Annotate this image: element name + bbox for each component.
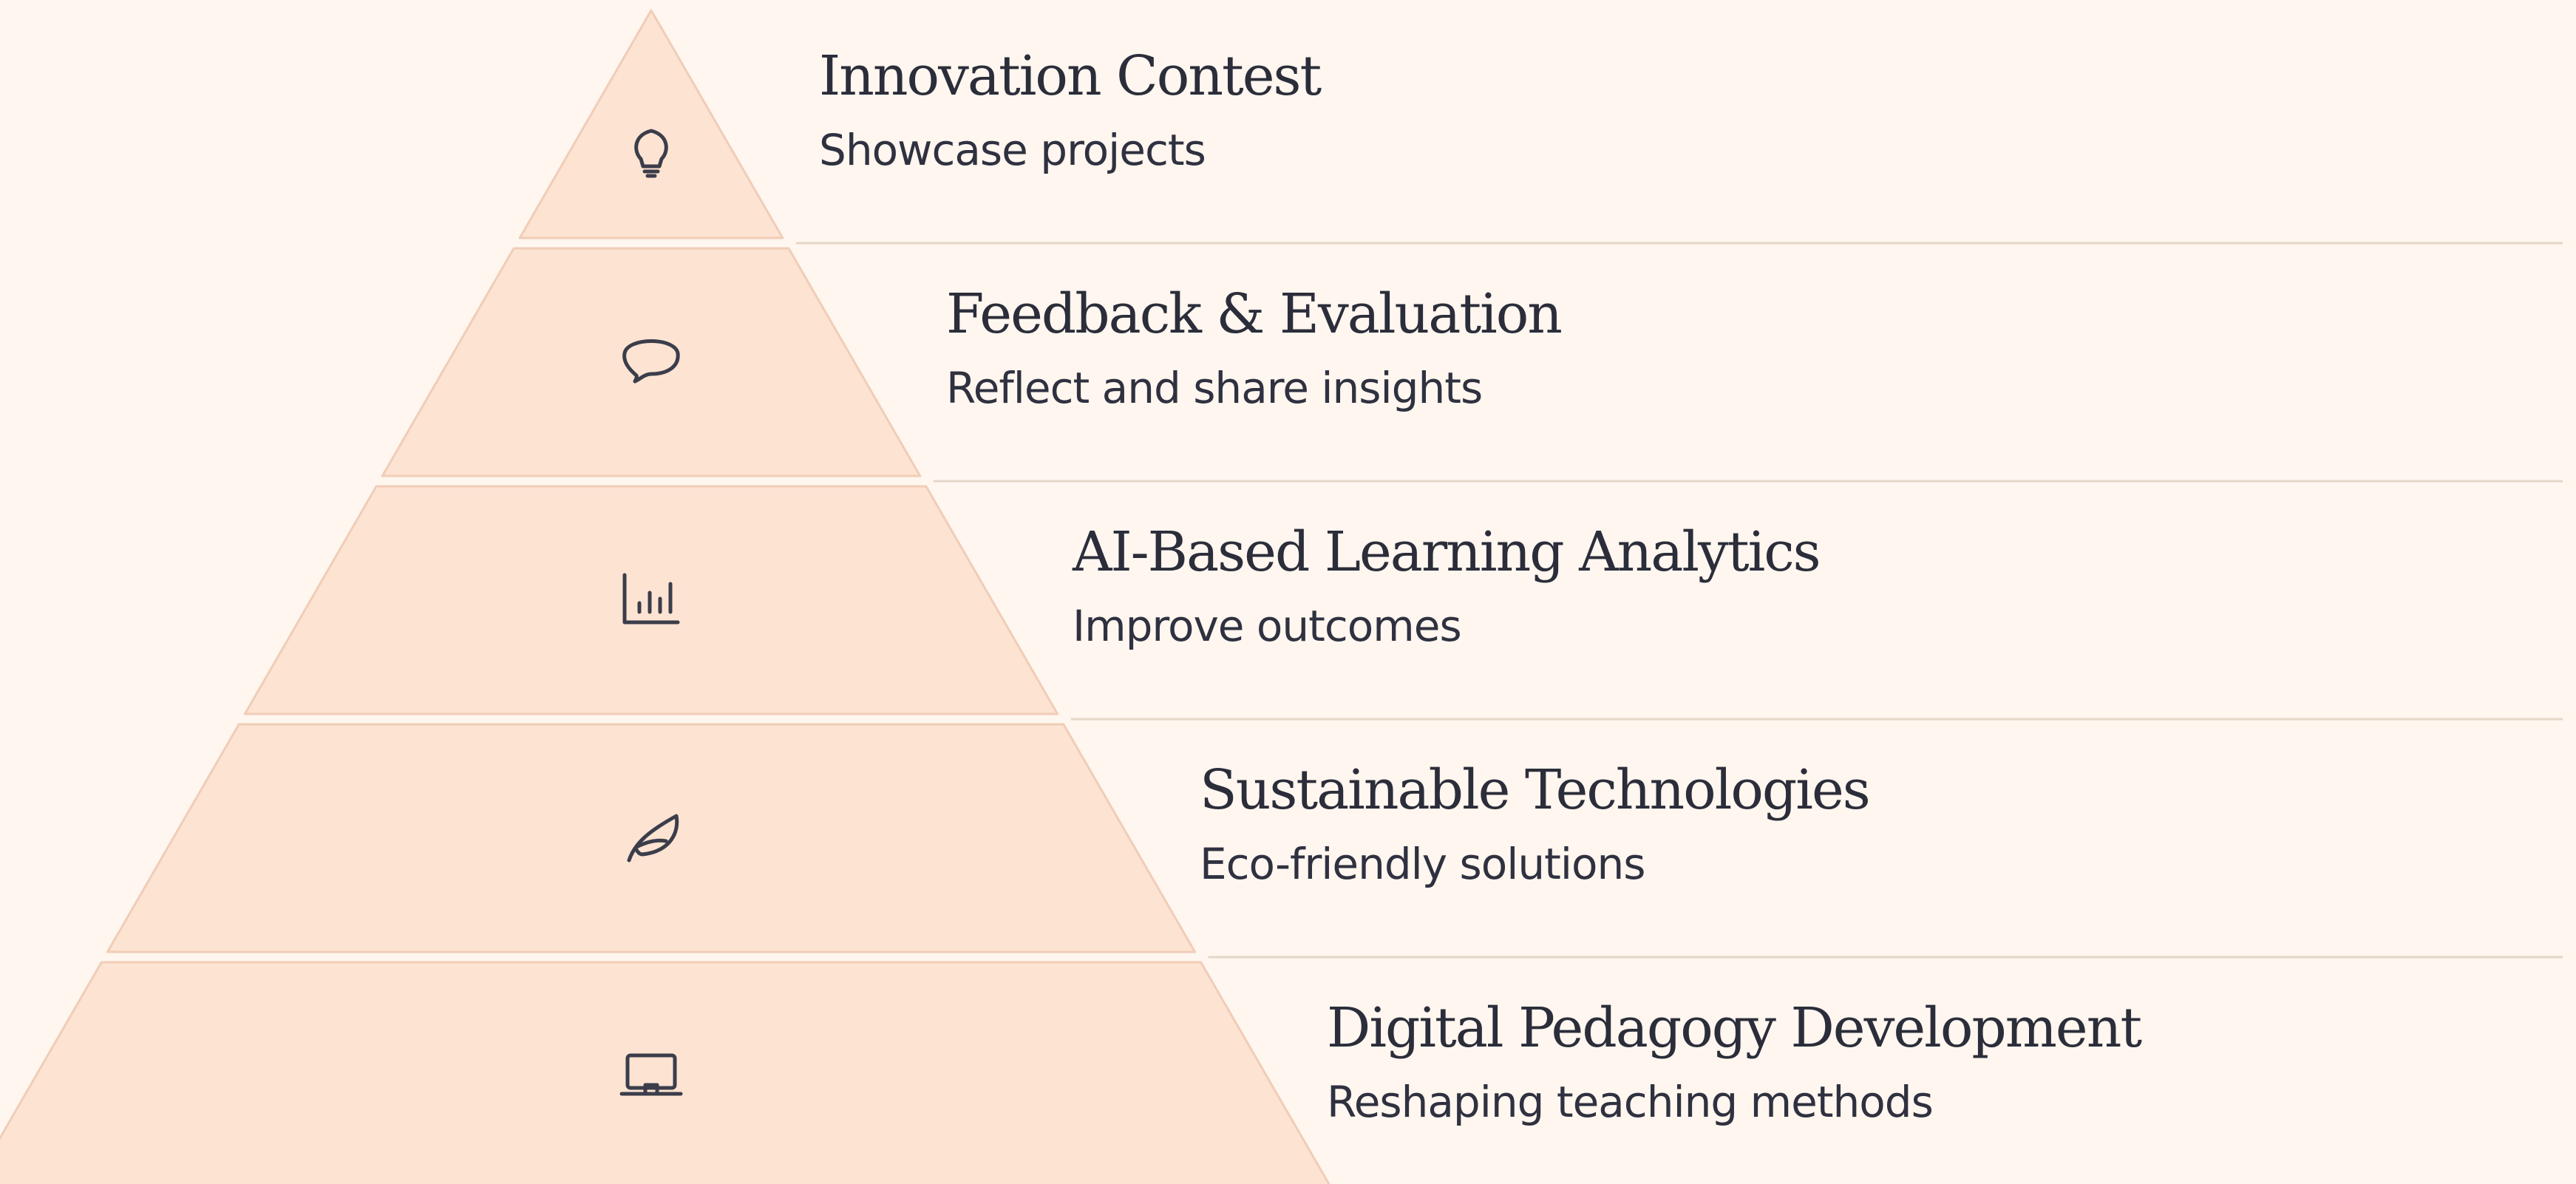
segments-layer (0, 9, 1331, 1184)
tier-title: Digital Pedagogy Development (1327, 996, 2142, 1060)
tier-title: AI-Based Learning Analytics (1073, 520, 1821, 584)
tier-subtitle: Showcase projects (819, 125, 1206, 175)
lightbulb-icon (634, 129, 668, 178)
pyramid-tier-1 (518, 9, 784, 239)
pyramid-tier-5 (0, 961, 1331, 1184)
dividers-layer (795, 242, 2563, 959)
tier-title: Sustainable Technologies (1200, 758, 1871, 822)
tier-label-1: Innovation Contest Showcase projects (819, 43, 1322, 176)
tier-label-5: Digital Pedagogy Development Reshaping t… (1327, 995, 2142, 1128)
tier-title: Feedback & Evaluation (946, 282, 1563, 346)
tier-subtitle: Eco-friendly solutions (1200, 839, 1645, 889)
laptop-icon (619, 1053, 683, 1096)
tier-subtitle: Reflect and share insights (946, 363, 1483, 413)
tier-subtitle: Reshaping teaching methods (1327, 1077, 1934, 1127)
icons-layer (619, 129, 683, 1096)
bar-chart-icon (622, 573, 680, 625)
tier-title: Innovation Contest (819, 44, 1322, 108)
speech-bubble-icon (622, 339, 680, 384)
tier-subtitle: Improve outcomes (1073, 601, 1462, 651)
tier-label-2: Feedback & Evaluation Reflect and share … (946, 281, 1563, 414)
pyramid-tier-4 (106, 723, 1197, 953)
tier-label-3: AI-Based Learning Analytics Improve outc… (1073, 519, 1821, 652)
tier-label-4: Sustainable Technologies Eco-friendly so… (1200, 757, 1871, 890)
pyramid-tier-2 (381, 247, 922, 477)
leaf-icon (627, 814, 679, 863)
